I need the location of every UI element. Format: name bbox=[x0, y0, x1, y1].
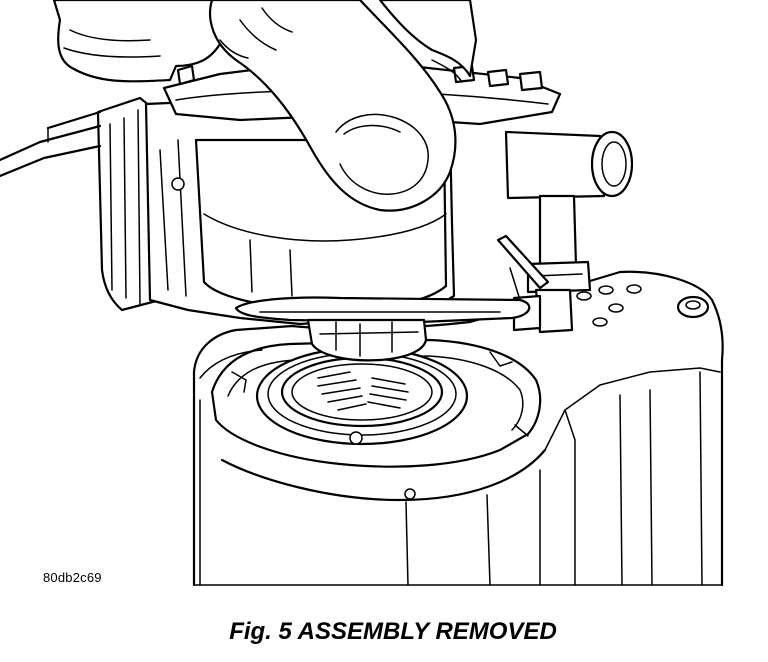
strainer-filter bbox=[257, 348, 467, 499]
pocket-recess bbox=[212, 340, 540, 467]
figure-caption: Fig. 5 ASSEMBLY REMOVED bbox=[229, 618, 557, 645]
assembly-illustration bbox=[0, 0, 768, 600]
hand bbox=[54, 0, 476, 211]
deck-holes bbox=[577, 285, 708, 326]
image-id-label: 80db2c69 bbox=[43, 570, 102, 585]
